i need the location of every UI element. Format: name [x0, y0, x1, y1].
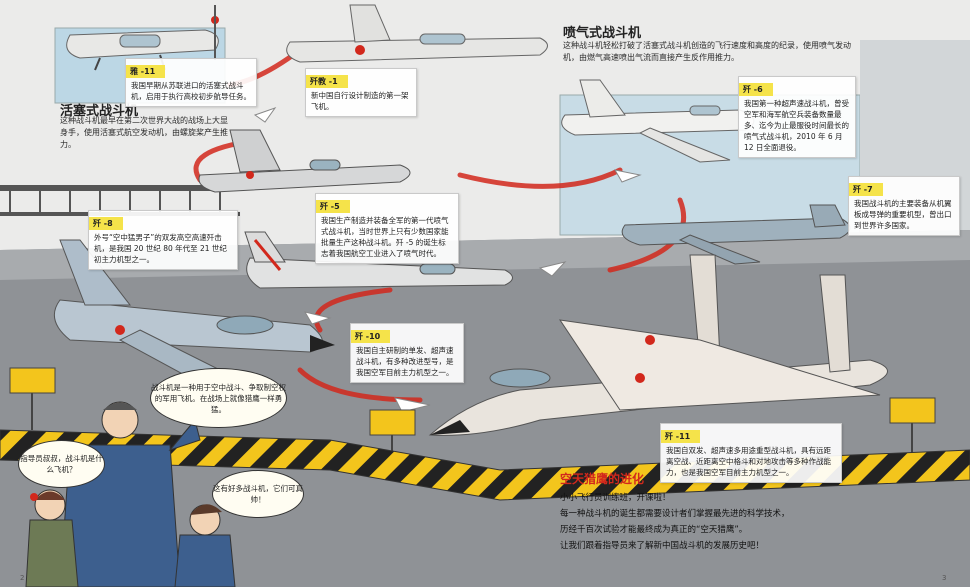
card-text: 我国自主研制的单发、超声速战斗机，有多种改进型号，是我国空军目前主力机型之一。: [356, 346, 454, 377]
card-j5: 歼 -5 我国生产制造并装备全军的第一代喷气式战斗机，当时世界上只有少数国家能批…: [315, 193, 459, 264]
jet-section-text: 这种战斗机轻松打破了活塞式战斗机创造的飞行速度和高度的纪录，使用喷气发动机，由燃…: [563, 41, 851, 62]
girl-character: [25, 489, 79, 587]
piston-section-text: 这种战斗机最早在第二次世界大战的战场上大显身手，使用活塞式航空发动机，由螺旋桨产…: [60, 116, 228, 149]
card-j10: 歼 -10 我国自主研制的单发、超声速战斗机，有多种改进型号，是我国空军目前主力…: [350, 323, 464, 383]
j8-aircraft: [244, 231, 513, 289]
evolution-text: 小小飞行员训练班，开课啦！ 每一种战斗机的诞生都需要设计者们掌握最先进的科学技术…: [560, 490, 890, 554]
j10-aircraft: [53, 239, 335, 379]
evolution-line: 让我们跟着指导员来了解新中国战斗机的发展历史吧！: [560, 541, 765, 551]
card-label: 歼教 -1: [306, 75, 348, 88]
j7-aircraft: [621, 204, 851, 265]
evolution-line: 历经千百次试验才能最终成为真正的“空天猎鹰”。: [560, 525, 748, 535]
speech-bubble-boy: 这有好多战斗机，它们可真帅！: [212, 470, 304, 518]
piston-section-title: 活塞式战斗机: [60, 104, 139, 119]
card-label: 歼 -7: [849, 183, 883, 196]
card-label: 歼 -6: [739, 83, 773, 96]
j11-aircraft: [428, 254, 888, 436]
card-label: 歼 -10: [351, 330, 391, 343]
card-text: 新中国自行设计制造的第一架飞机。: [311, 91, 409, 111]
card-j6: 歼 -6 我国第一种超声速战斗机，曾受空军和海军航空兵装备数量最多、迄今为止最服…: [738, 76, 856, 158]
evolution-line: 每一种战斗机的诞生都需要设计者们掌握最先进的科学技术，: [560, 509, 790, 519]
card-label: 雅 -11: [126, 65, 166, 78]
evolution-title: 空天猎鹰的进化: [560, 472, 645, 486]
card-j11: 歼 -11 我国自双发、超声速多用途重型战斗机，具有远距离空战、近距离空中格斗和…: [660, 423, 842, 483]
card-text: 我国生产制造并装备全军的第一代喷气式战斗机，当时世界上只有少数国家能批量生产这种…: [321, 216, 449, 258]
card-label: 歼 -8: [89, 217, 123, 230]
card-text: 我国自双发、超声速多用途重型战斗机，具有远距离空战、近距离空中格斗和对地攻击等多…: [666, 446, 831, 477]
card-text: 我国第一种超声速战斗机，曾受空军和海军航空兵装备数量最多、迄今为止最服役时间最长…: [744, 99, 849, 152]
card-jj1: 歼教 -1 新中国自行设计制造的第一架飞机。: [305, 68, 417, 117]
jet-section-title: 喷气式战斗机: [563, 26, 642, 41]
card-text: 我国早期从苏联进口的活塞式战斗机，启用于执行高校初步航导任务。: [131, 81, 251, 101]
card-j8: 歼 -8 外号“空中猛男子”的双发高空高速歼击机，是我国 20 世纪 80 年代…: [88, 210, 238, 270]
card-label: 歼 -11: [661, 430, 701, 443]
card-label: 歼 -5: [316, 200, 350, 213]
j5-aircraft: [198, 129, 411, 193]
evolution-line: 小小飞行员训练班，开课啦！: [560, 493, 671, 503]
speech-bubble-guide: 战斗机是一种用于空中战斗、争取制空权的军用飞机。在战场上就像猎鹰一样勇猛。: [150, 368, 287, 428]
page-number-left: 2: [20, 574, 25, 582]
speech-bubble-girl: 指导员叔叔，战斗机是什么飞机？: [18, 440, 105, 488]
card-text: 我国战斗机的主要装备从机翼板成导弹的重要机型，曾出口到世界许多国家。: [854, 199, 952, 230]
jj1-aircraft: [286, 4, 548, 63]
yak11-aircraft: [66, 5, 219, 71]
boy-character: [174, 504, 236, 587]
card-j7: 歼 -7 我国战斗机的主要装备从机翼板成导弹的重要机型，曾出口到世界许多国家。: [848, 176, 960, 236]
card-text: 外号“空中猛男子”的双发高空高速歼击机，是我国 20 世纪 80 年代至 21 …: [94, 233, 227, 264]
card-yak11: 雅 -11 我国早期从苏联进口的活塞式战斗机，启用于执行高校初步航导任务。: [125, 58, 257, 107]
page-number-right: 3: [942, 574, 947, 582]
